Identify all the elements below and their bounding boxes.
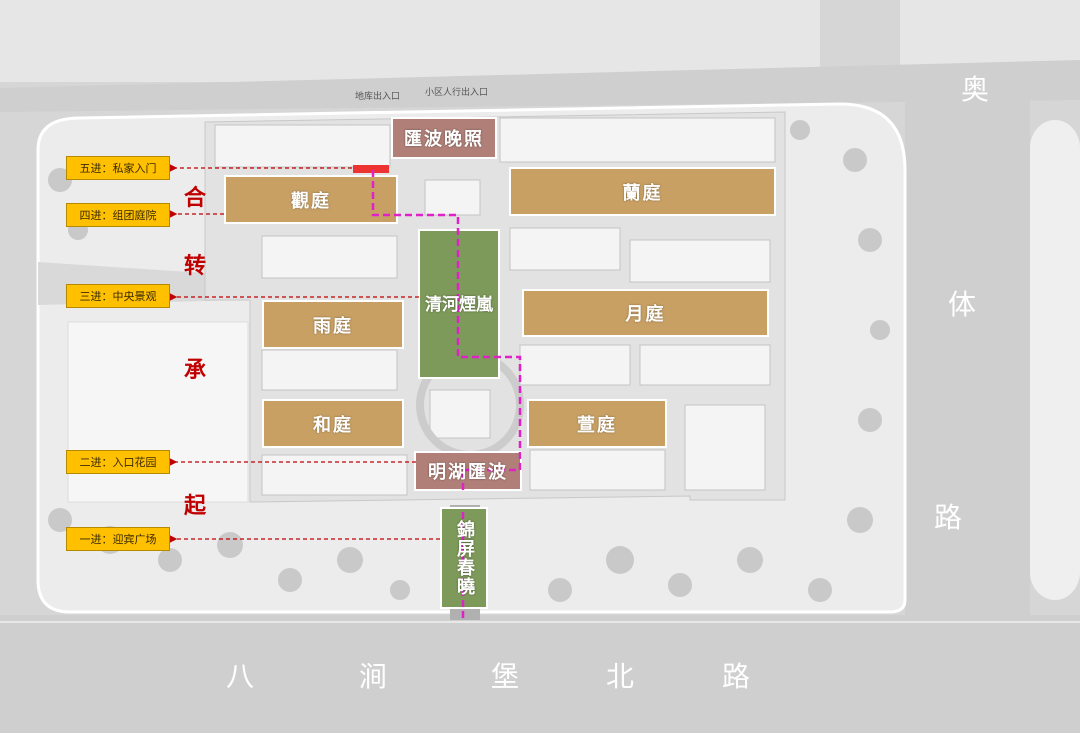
courtyard-yue: 月庭 bbox=[625, 304, 666, 325]
pedestrian-entrance-label: 小区人行出入口 bbox=[425, 88, 489, 98]
south-road bbox=[0, 615, 1080, 733]
feature-north: 匯波晚照 bbox=[404, 129, 484, 150]
courtyard-fills bbox=[224, 167, 776, 448]
sequence-cheng: 承 bbox=[183, 357, 206, 383]
sequence-he: 合 bbox=[183, 185, 206, 211]
east-block bbox=[1030, 120, 1080, 600]
courtyard-he: 和庭 bbox=[313, 414, 353, 436]
south-road-char-2: 涧 bbox=[358, 660, 387, 693]
east-road-char-2: 体 bbox=[947, 288, 976, 321]
south-road-char-4: 北 bbox=[605, 660, 634, 693]
west-building bbox=[67, 321, 249, 503]
private-entry-marker bbox=[353, 165, 389, 173]
courtyard-lan: 蘭庭 bbox=[622, 182, 663, 204]
east-road-char-3: 路 bbox=[933, 501, 962, 534]
north-block bbox=[0, 0, 820, 82]
east-road-char-1: 奥 bbox=[960, 73, 989, 106]
garage-entrance-label: 地库出入口 bbox=[355, 92, 401, 102]
step-four-box: 四进：组团庭院 bbox=[66, 203, 170, 227]
step-three-box: 三进：中央景观 bbox=[66, 284, 170, 308]
courtyard-guan: 觀庭 bbox=[291, 190, 331, 212]
feature-gate: 錦屏春曉 bbox=[454, 520, 475, 596]
east-road bbox=[905, 100, 1030, 620]
courtyard-yu: 雨庭 bbox=[313, 315, 353, 337]
north-east-block bbox=[900, 0, 1080, 72]
step-arrows bbox=[166, 162, 440, 545]
feature-central: 清河煙嵐 bbox=[425, 294, 493, 315]
north-road bbox=[0, 60, 1080, 112]
courtyard-xuan: 萱庭 bbox=[577, 414, 617, 436]
south-road-char-3: 堡 bbox=[490, 660, 519, 693]
sequence-zhuan: 转 bbox=[183, 253, 206, 279]
south-road-char-5: 路 bbox=[721, 660, 750, 693]
step-one-box: 一进：迎宾广场 bbox=[66, 527, 170, 551]
procession-path bbox=[371, 170, 522, 618]
feature-lake: 明湖匯波 bbox=[428, 462, 508, 483]
south-road-char-1: 八 bbox=[225, 660, 254, 693]
step-five-box: 五进：私家入门 bbox=[66, 156, 170, 180]
step-two-box: 二进：入口花园 bbox=[66, 450, 170, 474]
sequence-qi: 起 bbox=[183, 493, 206, 519]
